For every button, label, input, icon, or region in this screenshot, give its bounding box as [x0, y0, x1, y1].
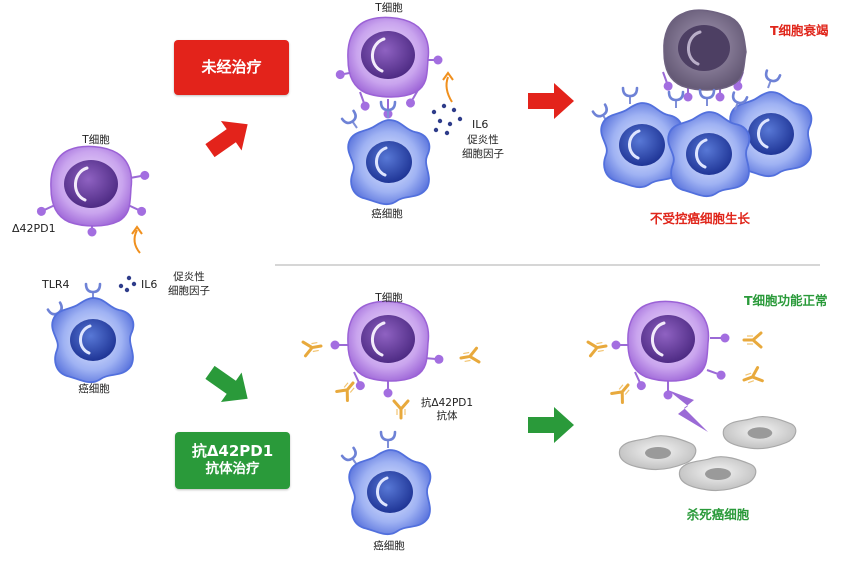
top-arrow-head	[442, 71, 454, 81]
bottom-t-cell-label: T细胞	[375, 292, 403, 304]
top-result-arrow	[528, 83, 574, 119]
t-cell-normal-label: T细胞功能正常	[744, 293, 828, 308]
antibody-label-line2: 抗体	[436, 410, 458, 422]
left-cancer-cell	[46, 282, 135, 384]
antibody-treatment-line2: 抗体治疗	[205, 461, 260, 477]
left-cytokine-line1: 促炎性	[173, 271, 205, 283]
top-il6-label: IL6	[472, 118, 489, 131]
top-cytokine-line1: 促炎性	[467, 134, 499, 146]
untreated-button[interactable]: 未经治疗	[174, 40, 289, 95]
kill-cancer-label: 杀死癌细胞	[686, 507, 750, 522]
left-receptor-label: Δ42PD1	[12, 222, 56, 235]
antibody-label-line1: 抗Δ42PD1	[420, 397, 474, 409]
top-arrow-up	[445, 76, 453, 103]
bottom-result-arrow	[528, 407, 574, 443]
top-exhausted-t-cell	[657, 8, 749, 103]
left-cytokine-line2: 细胞因子	[168, 285, 210, 297]
top-t-cell-label: T细胞	[375, 2, 403, 14]
left-il6-label: IL6	[141, 278, 158, 291]
t-cell-exhaustion-label: T细胞衰竭	[770, 23, 829, 38]
antibody-treatment-button[interactable]: 抗Δ42PD1 抗体治疗	[175, 432, 290, 489]
uncontrolled-growth-label: 不受控癌细胞生长	[649, 211, 751, 226]
dead-cancer-cells	[618, 415, 797, 492]
top-branch-arrow	[199, 109, 258, 166]
lightning-icon	[668, 390, 708, 432]
top-il6-dots	[431, 103, 463, 136]
top-cancer-cell-label: 癌细胞	[371, 208, 403, 220]
bottom-cancer-cell	[340, 430, 432, 536]
top-cytokine-line2: 细胞因子	[462, 148, 504, 160]
antibody-treatment-line1: 抗Δ42PD1	[191, 442, 274, 460]
left-arrow-up	[133, 229, 141, 254]
left-il6-dots	[118, 275, 137, 293]
left-cancer-cell-label: 癌细胞	[78, 383, 110, 395]
left-arrow-head	[131, 225, 143, 235]
bottom-branch-arrow	[199, 357, 258, 414]
bottom-cancer-cell-label: 癌细胞	[373, 540, 405, 552]
left-tlr4-label: TLR4	[42, 278, 70, 291]
top-t-cell	[334, 15, 444, 120]
left-t-cell-label: T细胞	[82, 134, 110, 146]
